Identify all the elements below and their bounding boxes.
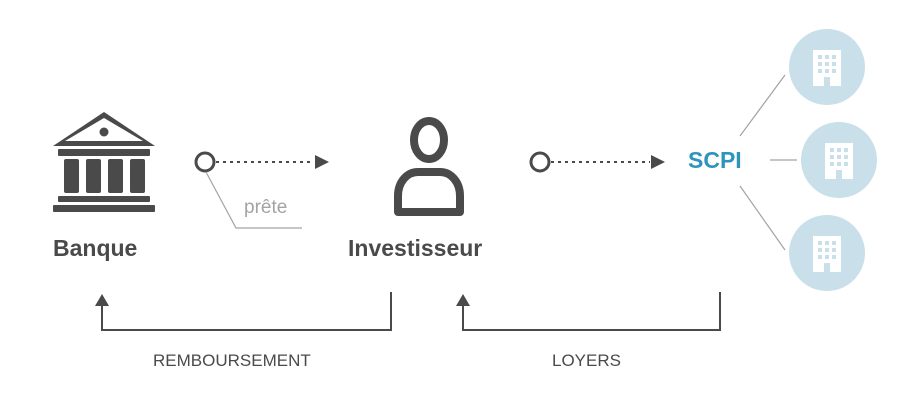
lends-leader-line bbox=[205, 171, 302, 229]
repayment-label: REMBOURSEMENT bbox=[153, 351, 311, 370]
lends-label: prête bbox=[244, 197, 288, 218]
building-1 bbox=[789, 29, 865, 105]
building-3 bbox=[789, 215, 865, 291]
repayment-flow-arrow bbox=[95, 292, 392, 331]
building-icon bbox=[813, 50, 841, 86]
building-icon bbox=[813, 236, 841, 272]
person-icon bbox=[394, 117, 464, 216]
bank-to-investor-arrow bbox=[194, 151, 329, 173]
scpi-building-connectors bbox=[739, 74, 797, 251]
investor-to-scpi-arrow bbox=[529, 151, 665, 173]
scpi-label: SCPI bbox=[688, 147, 742, 173]
bank-label: Banque bbox=[53, 235, 138, 261]
rents-flow-arrow bbox=[456, 292, 721, 331]
building-2 bbox=[801, 122, 877, 198]
investor-label: Investisseur bbox=[348, 235, 483, 261]
rents-label: LOYERS bbox=[552, 351, 621, 370]
building-icon bbox=[825, 143, 853, 179]
bank-icon bbox=[53, 112, 155, 212]
